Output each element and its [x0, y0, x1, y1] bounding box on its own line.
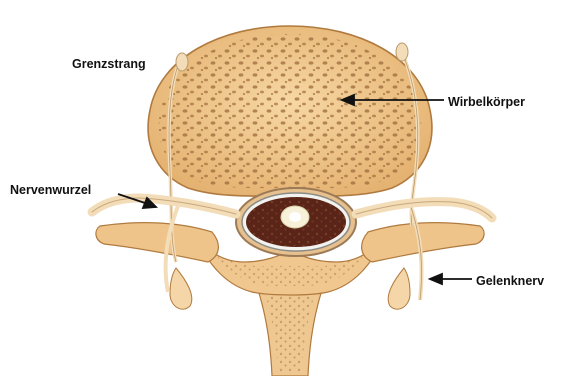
label-gelenknerv: Gelenknerv: [476, 275, 544, 288]
label-nervenwurzel: Nervenwurzel: [10, 184, 91, 197]
facet-joint-right: [388, 268, 410, 309]
facet-joint-left: [170, 268, 192, 309]
nerve-root-right: [356, 202, 492, 218]
label-wirbelkoerper: Wirbelkörper: [448, 96, 525, 109]
label-grenzstrang: Grenzstrang: [72, 58, 146, 71]
transverse-process-left: [96, 223, 218, 262]
